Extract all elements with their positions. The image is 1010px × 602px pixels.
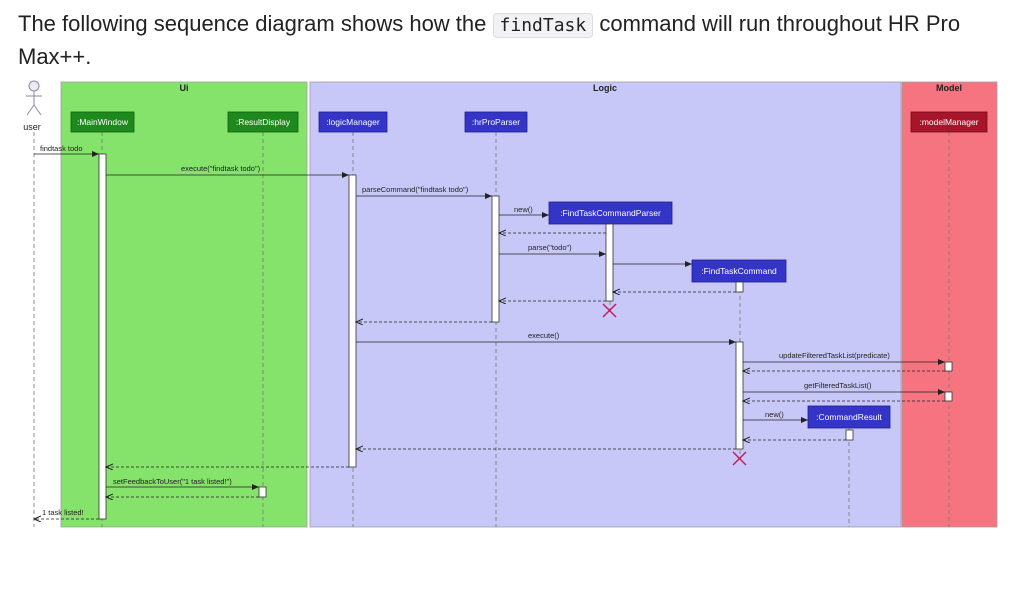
- commandresult-activation: [845, 429, 854, 441]
- intro-paragraph: The following sequence diagram shows how…: [18, 8, 1003, 72]
- modelmanager-participant-label: :modelManager: [919, 117, 978, 127]
- new-parser-label: new(): [514, 205, 533, 214]
- model-group-label: Model: [936, 83, 962, 93]
- sequence-diagram: Ui Logic Model user :MainWindow :ResultD…: [18, 74, 1000, 530]
- mainwindow-participant-box: [70, 111, 135, 133]
- inline-code-findtask: findTask: [492, 13, 594, 38]
- findtaskcommandparser-activation: [605, 223, 614, 302]
- findtaskcommandparser-destroy-icon: [602, 303, 617, 318]
- user-actor-icon: [26, 80, 42, 116]
- execute-command-label: execute("findtask todo"): [181, 164, 261, 173]
- commandresult-participant-box: [807, 405, 891, 429]
- parse-command-label: parseCommand("findtask todo"): [362, 185, 469, 194]
- set-feedback-label: setFeedbackToUser("1 task listed!"): [113, 477, 232, 486]
- findtaskcommand-destroy-icon: [732, 451, 747, 466]
- findtaskcommand-participant-label: :FindTaskCommand: [701, 266, 777, 276]
- findtaskcommand-activation: [735, 281, 744, 293]
- logicmanager-participant-box: [318, 111, 388, 133]
- modelmanager-participant-box: [910, 111, 988, 133]
- modelmanager-activation-update: [944, 361, 953, 372]
- result-to-user-label: 1 task listed!: [42, 508, 84, 517]
- commandresult-participant-label: :CommandResult: [816, 412, 882, 422]
- update-filtered-label: updateFilteredTaskList(predicate): [779, 351, 890, 360]
- hrproparser-participant-box: [464, 111, 528, 133]
- hrproparser-participant-label: :hrProParser: [472, 117, 520, 127]
- hrproparser-activation: [491, 195, 500, 323]
- user-input-label: findtask todo: [40, 144, 83, 153]
- findtaskcommand-execute-activation: [735, 341, 744, 450]
- logic-group-label: Logic: [593, 83, 617, 93]
- sequence-diagram-svg: Ui Logic Model user :MainWindow :ResultD…: [23, 80, 998, 528]
- logic-group-box: [309, 81, 902, 528]
- execute-label: execute(): [528, 331, 560, 340]
- parse-args-label: parse("todo"): [528, 243, 572, 252]
- findtaskcommandparser-participant-label: :FindTaskCommandParser: [560, 208, 661, 218]
- intro-text-before: The following sequence diagram shows how…: [18, 11, 487, 36]
- logicmanager-participant-label: :logicManager: [326, 117, 380, 127]
- intro-text-after: command will run throughout HR Pro Max++…: [18, 11, 961, 69]
- modelmanager-activation-get: [944, 391, 953, 402]
- get-filtered-label: getFilteredTaskList(): [804, 381, 872, 390]
- logicmanager-activation: [348, 174, 357, 468]
- new-commandresult-label: new(): [765, 410, 784, 419]
- resultdisplay-activation: [258, 486, 267, 498]
- ui-group-label: Ui: [180, 83, 189, 93]
- ui-group-box: [60, 81, 308, 528]
- resultdisplay-participant-label: :ResultDisplay: [236, 117, 291, 127]
- model-group-box: [901, 81, 998, 528]
- mainwindow-participant-label: :MainWindow: [77, 117, 129, 127]
- mainwindow-activation: [98, 153, 107, 520]
- user-actor-label: user: [23, 122, 41, 132]
- resultdisplay-participant-box: [227, 111, 299, 133]
